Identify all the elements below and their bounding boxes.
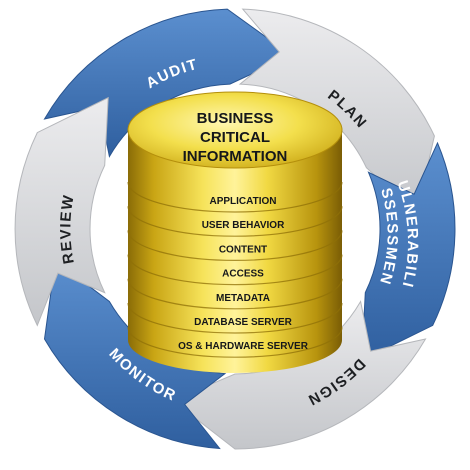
cycle-arrow-review — [14, 96, 109, 327]
cylinder-top — [127, 91, 343, 169]
layer-bands — [127, 181, 343, 358]
layer-band — [127, 230, 343, 261]
center-title-line-3: INFORMATION — [183, 148, 288, 165]
center-title-line-2: CRITICAL — [200, 129, 270, 146]
database-cylinder: BUSINESS CRITICAL INFORMATION APPLICATIO… — [127, 91, 343, 373]
cycle-arrow-vulnerability — [361, 141, 456, 362]
layer-label: APPLICATION — [209, 196, 276, 207]
layer-label: USER BEHAVIOR — [202, 220, 285, 231]
layer-label: DATABASE SERVER — [194, 317, 293, 328]
layer-band — [127, 327, 343, 358]
layer-label: METADATA — [216, 293, 270, 304]
layer-label: OS & HARDWARE SERVER — [178, 341, 309, 352]
layer-label: CONTENT — [219, 244, 267, 255]
layer-band — [127, 302, 343, 334]
layer-band — [127, 206, 343, 237]
cylinder-side — [128, 130, 342, 373]
cycle-arrow-plan — [238, 8, 435, 215]
layer-band — [127, 278, 343, 310]
center-title-line-1: BUSINESS — [197, 110, 274, 127]
layer-label: ACCESS — [222, 269, 264, 280]
cycle-label-review: REVIEW — [57, 193, 77, 265]
layer-band — [127, 181, 343, 213]
layer-labels: APPLICATION USER BEHAVIOR CONTENT ACCESS MET… — [178, 196, 309, 352]
layer-band — [127, 254, 343, 286]
